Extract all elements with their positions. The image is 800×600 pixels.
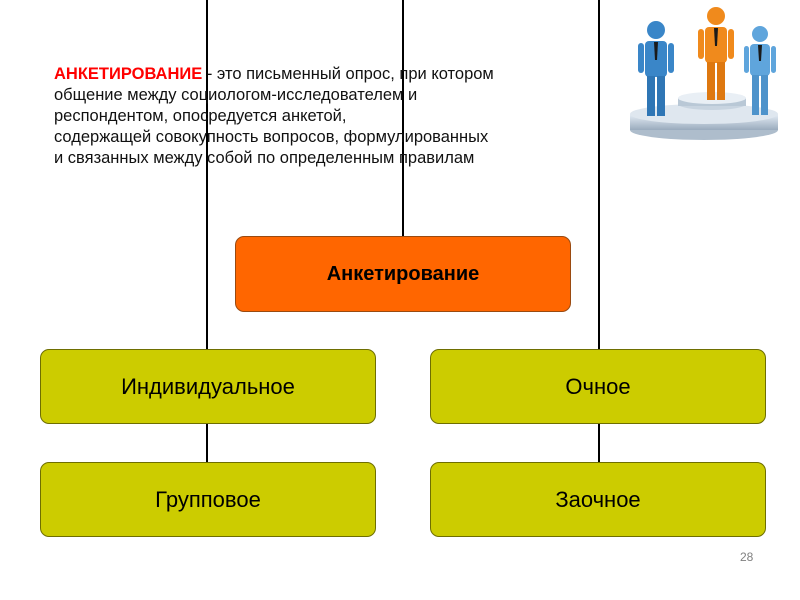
page-number: 28 [740,550,754,564]
diagram-node-remote: Заочное [430,462,766,537]
diagram-node-individual: Индивидуальное [40,349,376,424]
connector-line-right-lower [598,423,600,463]
definition-line-4: содержащей совокупность вопросов, формул… [54,128,489,146]
diagram-node-main: Анкетирование [235,236,571,312]
connector-line-left [206,0,208,350]
definition-line-2: общение между социологом-исследователем … [54,86,418,104]
diagram-node-group: Групповое [40,462,376,537]
definition-term: АНКЕТИРОВАНИЕ [54,65,203,83]
diagram-node-in-person: Очное [430,349,766,424]
definition-text: АНКЕТИРОВАНИЕ - это письменный опрос, пр… [54,64,614,169]
connector-line-right [598,0,600,350]
definition-line-3: респондентом, опосредуется анкетой, [54,107,347,125]
people-on-podium-icon [630,7,778,140]
definition-line-1: - это письменный опрос, при котором [202,65,494,83]
connector-line-center [402,0,404,237]
definition-line-5: и связанных между собой по определенным … [54,149,475,167]
connector-line-left-lower [206,423,208,463]
